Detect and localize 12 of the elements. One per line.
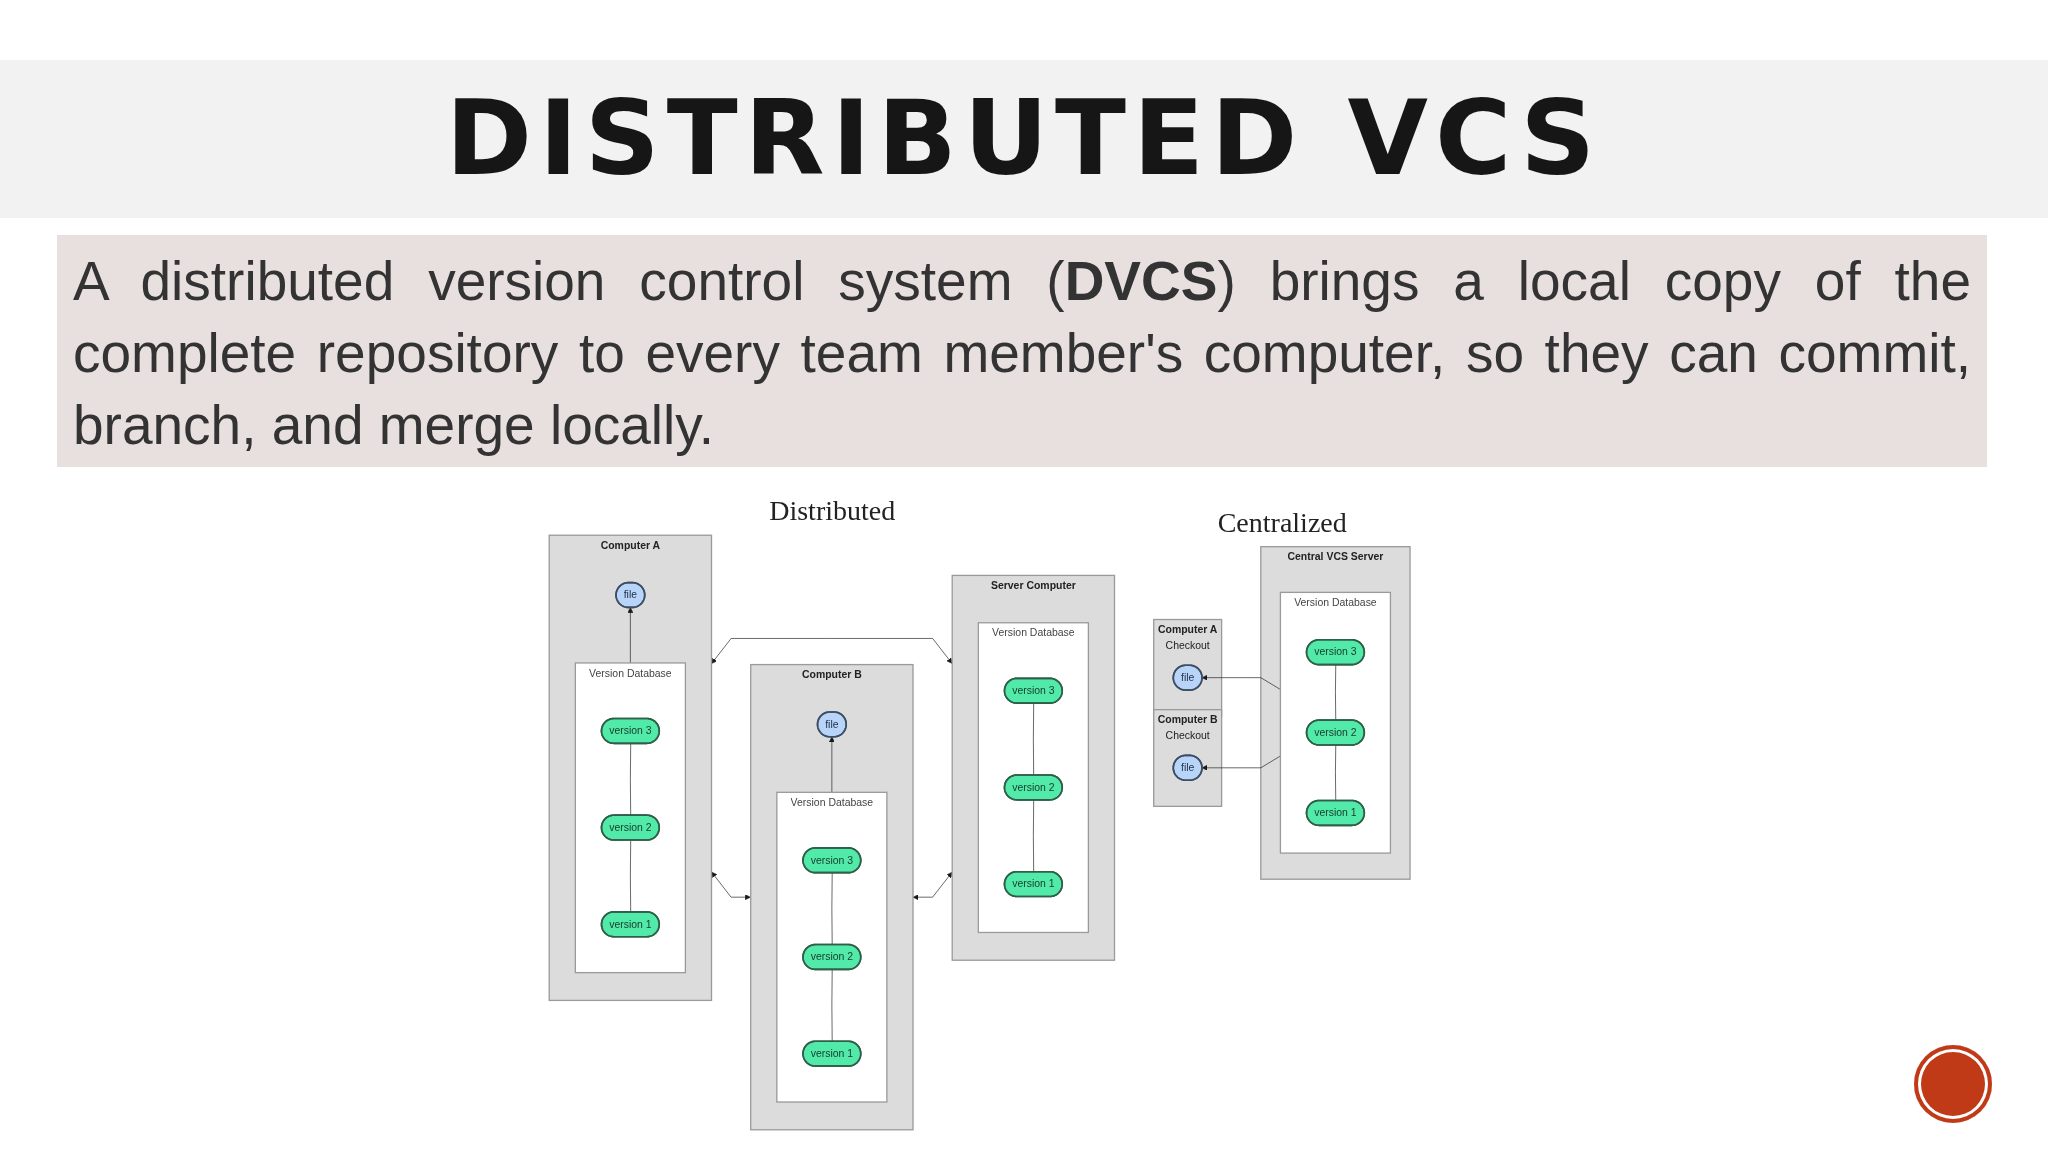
diagram-heading: Centralized xyxy=(1217,506,1347,539)
connector xyxy=(630,743,632,816)
intro-paragraph: A distributed version control system (DVCS) brings a local copy of the complete repository to every team member's computer, so they can commit, branch, and merge locally. xyxy=(57,235,1987,467)
slide-title: DISTRIBUTED VCS xyxy=(445,84,1603,194)
diagram-heading: Distributed xyxy=(769,495,896,528)
connector xyxy=(1335,744,1337,802)
connector xyxy=(1033,799,1035,873)
connector xyxy=(1033,703,1035,776)
connector xyxy=(630,840,632,913)
connector xyxy=(831,872,833,946)
connector xyxy=(831,969,833,1042)
connector xyxy=(1335,664,1337,721)
